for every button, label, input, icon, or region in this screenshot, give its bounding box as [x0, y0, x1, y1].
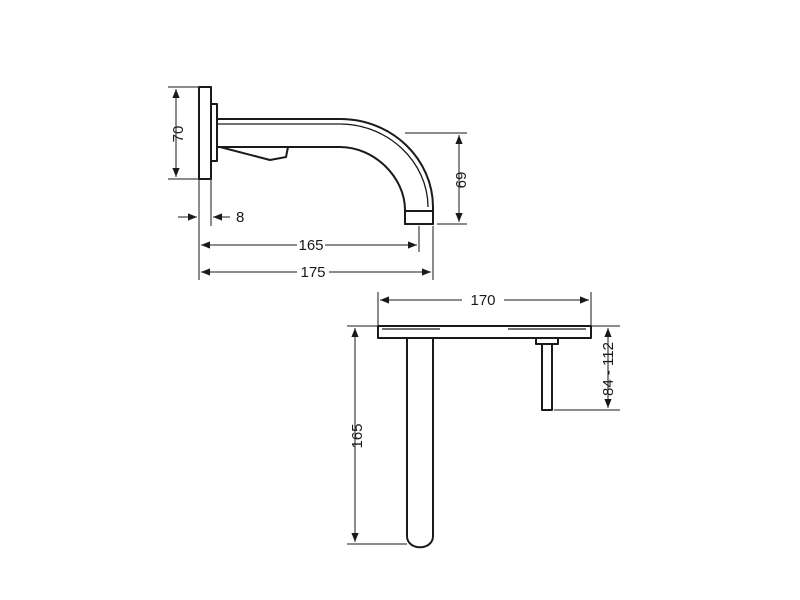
spout-top	[406, 337, 434, 549]
dim-total-length: 175	[300, 264, 325, 281]
lever	[219, 146, 289, 161]
top-view-dimensions: 170 165 84 - 112	[347, 292, 620, 545]
side-view	[198, 86, 434, 225]
dim-flange-height: 70	[170, 126, 187, 143]
dim-plate-width: 170	[470, 292, 495, 309]
handle-stem	[541, 337, 553, 411]
spout-highlight	[217, 123, 429, 208]
dim-spout-length: 165	[298, 237, 323, 254]
side-view-dimensions: 70 69 8 165 175	[168, 86, 470, 281]
spout-body	[216, 118, 434, 225]
backplate	[377, 325, 592, 339]
wall-flange	[198, 86, 212, 180]
dim-outlet-drop: 69	[453, 172, 470, 189]
dim-handle-range: 84 - 112	[600, 342, 617, 396]
dim-spout-depth: 165	[349, 423, 366, 448]
outlet-aerator	[404, 210, 434, 225]
dim-flange-depth: 8	[236, 209, 244, 226]
top-view	[377, 325, 592, 549]
